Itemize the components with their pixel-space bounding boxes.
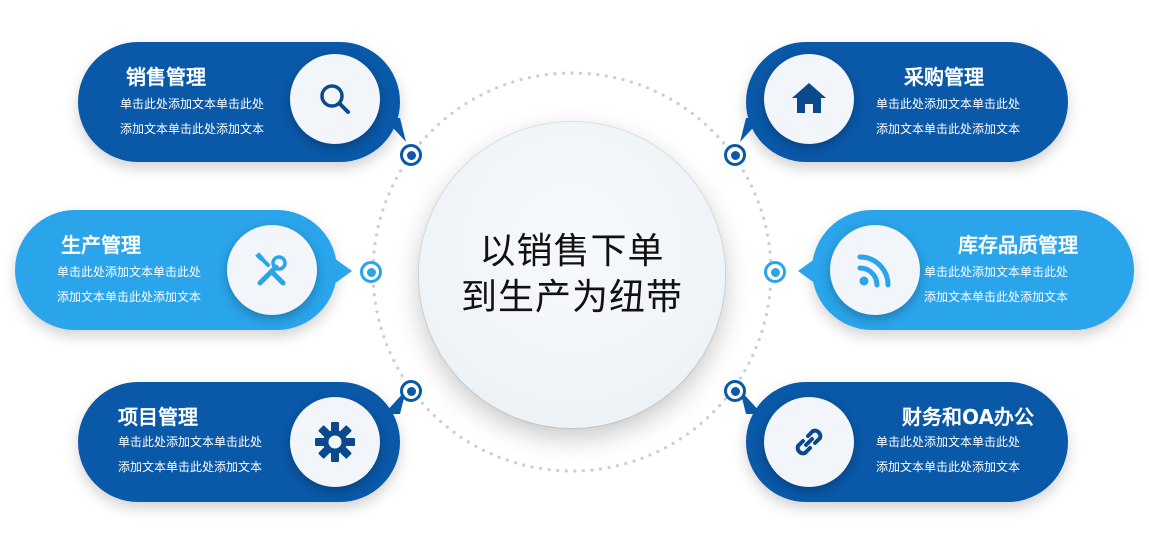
node-inventory-text-1: 单击此处添加文本单击此处 [924, 265, 1069, 279]
node-inventory[interactable]: 库存品质管理 单击此处添加文本单击此处 添加文本单击此处添加文本 [812, 210, 1134, 330]
center-title-line-2: 到生产为纽带 [460, 277, 683, 318]
node-purchase-title: 采购管理 [904, 65, 984, 89]
node-project-title: 项目管理 [118, 405, 198, 429]
node-purchase-pointer [740, 118, 762, 142]
node-project-connector-dot [400, 380, 422, 402]
node-sales[interactable]: 销售管理 单击此处添加文本单击此处 添加文本单击此处添加文本 [78, 42, 400, 162]
node-inventory-pointer [798, 258, 816, 284]
node-finance[interactable]: 财务和OA办公 单击此处添加文本单击此处 添加文本单击此处添加文本 [746, 382, 1068, 502]
node-inventory-text-2: 添加文本单击此处添加文本 [924, 290, 1069, 304]
node-production-title: 生产管理 [61, 233, 141, 257]
home-icon [792, 83, 826, 113]
node-finance-title: 财务和OA办公 [902, 405, 1034, 429]
node-sales-pointer [384, 118, 406, 142]
node-inventory-icon-disc [830, 225, 920, 315]
rss-icon [857, 254, 891, 288]
node-purchase-icon-disc [764, 54, 854, 144]
node-inventory-title: 库存品质管理 [958, 233, 1078, 257]
node-production-text-2: 添加文本单击此处添加文本 [57, 290, 202, 304]
node-project[interactable]: 项目管理 单击此处添加文本单击此处 添加文本单击此处添加文本 [78, 382, 400, 502]
node-production-icon-disc [227, 225, 317, 315]
node-finance-pointer [740, 390, 762, 414]
node-sales-connector-dot [400, 144, 422, 166]
node-production-text-1: 单击此处添加文本单击此处 [57, 265, 202, 279]
node-sales-icon-disc [290, 54, 380, 144]
node-sales-title: 销售管理 [126, 65, 206, 89]
node-sales-text-2: 添加文本单击此处添加文本 [120, 122, 265, 136]
node-production-connector-dot [360, 261, 382, 283]
node-project-icon-disc [290, 397, 380, 487]
search-icon [320, 84, 350, 114]
gear-icon [315, 422, 355, 462]
node-finance-connector-dot [724, 380, 746, 402]
node-finance-text-1: 单击此处添加文本单击此处 [876, 435, 1021, 449]
center-circle: 以销售下单 到生产为纽带 [419, 122, 725, 428]
node-finance-text-2: 添加文本单击此处添加文本 [876, 460, 1021, 474]
node-purchase-text-1: 单击此处添加文本单击此处 [876, 97, 1021, 111]
node-purchase-connector-dot [724, 144, 746, 166]
node-purchase-text-2: 添加文本单击此处添加文本 [876, 122, 1021, 136]
node-production-pointer [334, 258, 352, 284]
node-production[interactable]: 生产管理 单击此处添加文本单击此处 添加文本单击此处添加文本 [15, 210, 337, 330]
center-title-line-1: 以销售下单 [479, 231, 665, 272]
node-purchase[interactable]: 采购管理 单击此处添加文本单击此处 添加文本单击此处添加文本 [746, 42, 1068, 162]
node-project-text-1: 单击此处添加文本单击此处 [118, 435, 263, 449]
node-inventory-connector-dot [764, 261, 786, 283]
tools-icon [255, 252, 287, 286]
node-finance-icon-disc [764, 397, 854, 487]
node-sales-text-1: 单击此处添加文本单击此处 [120, 97, 265, 111]
link-icon [795, 428, 823, 456]
node-project-text-2: 添加文本单击此处添加文本 [118, 460, 263, 474]
